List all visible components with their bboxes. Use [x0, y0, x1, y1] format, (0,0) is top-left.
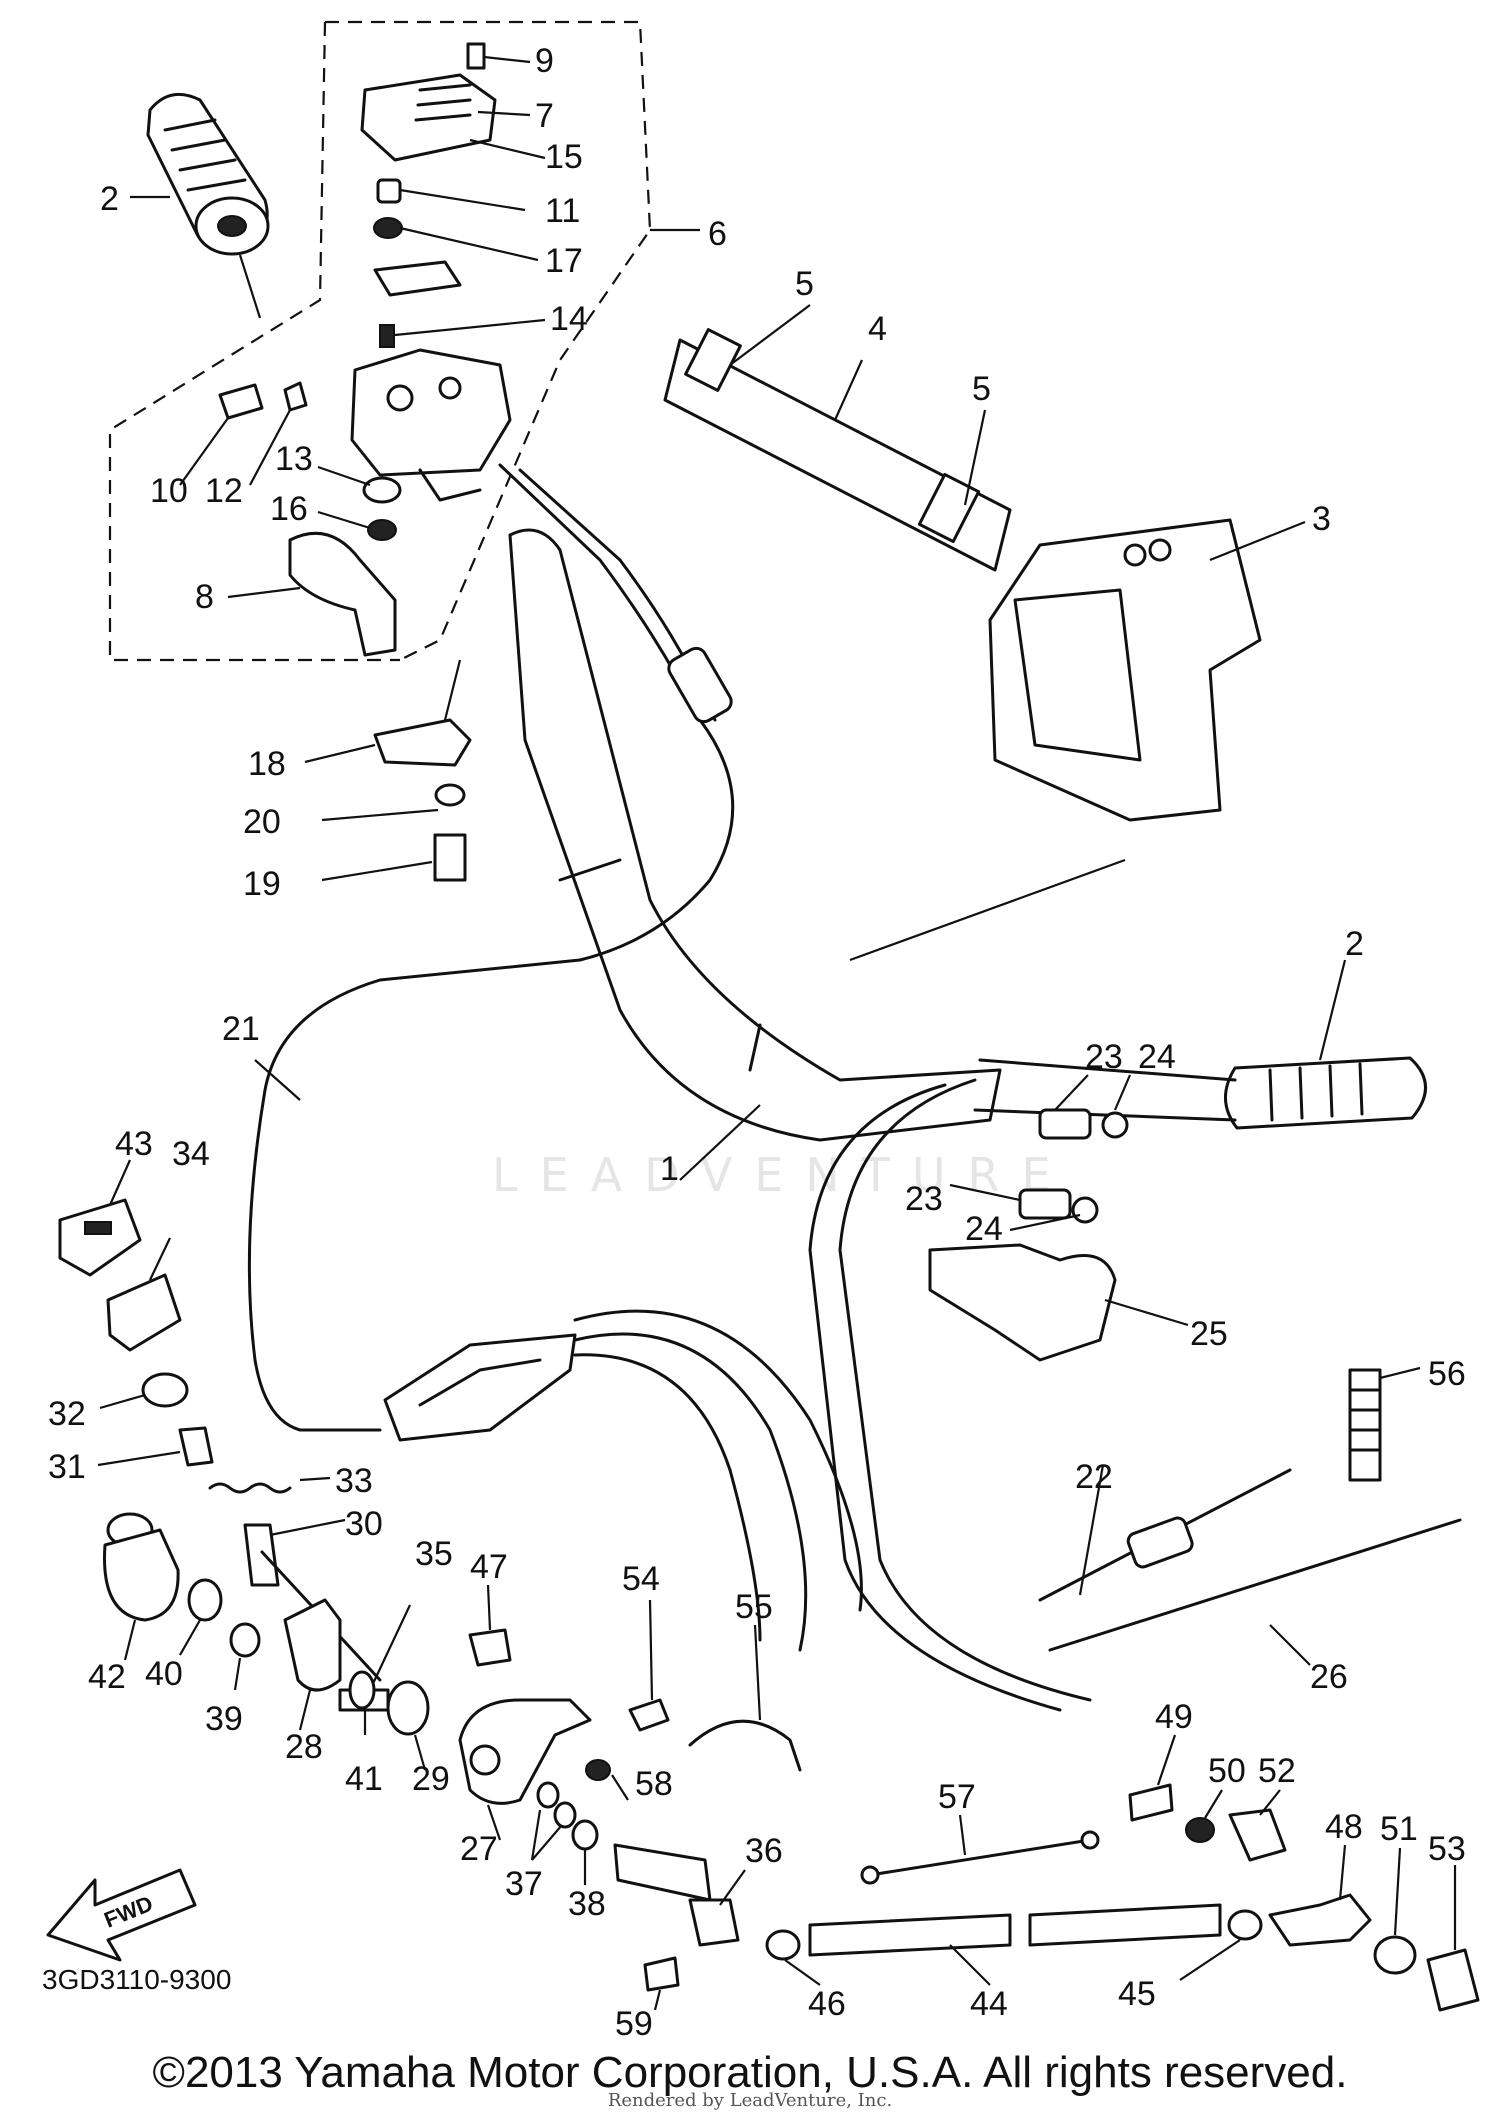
callout-label: 30 — [345, 1505, 383, 1543]
callout-label: 49 — [1155, 1698, 1193, 1736]
callout-label: 10 — [150, 472, 188, 510]
callout-label: 4 — [868, 310, 887, 348]
callout-label: 36 — [745, 1832, 783, 1870]
callout-labels: 1 2 2 3 4 5 5 6 7 8 9 10 11 12 13 14 15 … — [48, 42, 1466, 2043]
callout-label: 34 — [172, 1135, 210, 1173]
watermark: LEADVENTURE — [492, 1148, 1073, 1202]
callout-label: 6 — [708, 215, 727, 253]
handlebar — [508, 528, 1002, 1142]
cable-bundle — [808, 1078, 1462, 1712]
throttle-lever — [288, 531, 397, 657]
callout-label: 35 — [415, 1535, 453, 1573]
callout-label: 26 — [1310, 1658, 1348, 1696]
callout-label: 31 — [48, 1448, 86, 1486]
callout-label: 7 — [535, 97, 554, 135]
callout-label: 5 — [972, 370, 991, 408]
callout-label: 16 — [270, 490, 308, 528]
callout-label: 52 — [1258, 1752, 1296, 1790]
callout-label: 54 — [622, 1560, 660, 1598]
shift-lever-end — [1268, 1893, 1372, 1947]
callout-label: 2 — [100, 180, 119, 218]
copyright-notice: ©2013 Yamaha Motor Corporation, U.S.A. A… — [152, 2048, 1348, 2097]
callout-label: 45 — [1118, 1975, 1156, 2013]
throttle-housing — [350, 348, 512, 502]
callout-label: 47 — [470, 1548, 508, 1586]
right-grip — [973, 1056, 1427, 1130]
callout-label: 53 — [1428, 1830, 1466, 1868]
cable-junction — [383, 1309, 863, 1652]
choke-knob — [58, 1198, 142, 1277]
callout-label: 23 — [905, 1180, 943, 1218]
callout-label: 58 — [635, 1765, 673, 1803]
callout-label: 24 — [965, 1210, 1003, 1248]
choke-lever — [283, 1598, 342, 1692]
callout-label: 33 — [335, 1462, 373, 1500]
choke-holder — [103, 1512, 180, 1622]
callout-label: 59 — [615, 2005, 653, 2043]
assembly-boundary — [108, 20, 652, 662]
callout-label: 51 — [1380, 1810, 1418, 1848]
callout-label: 19 — [243, 865, 281, 903]
callout-label: 14 — [550, 300, 588, 338]
callout-label: 32 — [48, 1395, 86, 1433]
throttle-cable — [247, 463, 735, 1432]
callout-label: 57 — [938, 1778, 976, 1816]
cable-tie — [1348, 1368, 1382, 1482]
callout-label: 43 — [115, 1125, 153, 1163]
callout-label: 9 — [535, 42, 554, 80]
right-bar-sleeve — [663, 328, 1012, 572]
callout-label: 55 — [735, 1588, 773, 1626]
callout-label: 15 — [545, 138, 583, 176]
shift-arm — [458, 1698, 592, 1805]
end-cap — [1426, 1948, 1480, 2012]
callout-label: 37 — [505, 1865, 543, 1903]
fwd-arrow-icon: FWD — [46, 1868, 197, 1962]
pivot-bracket — [1228, 1808, 1287, 1862]
callout-label: 3 — [1312, 500, 1331, 538]
part-number: 3GD3110-9300 — [42, 1964, 232, 1995]
callout-label: 42 — [88, 1658, 126, 1696]
callout-label: 29 — [412, 1760, 450, 1798]
callout-label: 48 — [1325, 1808, 1363, 1846]
callout-label: 1 — [660, 1150, 679, 1188]
callout-label: 44 — [970, 1985, 1008, 2023]
callout-label: 38 — [568, 1885, 606, 1923]
shift-rod — [613, 1843, 1222, 1957]
throttle-small-parts — [373, 178, 462, 348]
callout-label: 40 — [145, 1655, 183, 1693]
throttle-cover — [360, 42, 497, 162]
callout-label: 25 — [1190, 1315, 1228, 1353]
callout-label: 22 — [1075, 1458, 1113, 1496]
rendered-by-note: Rendered by LeadVenture, Inc. — [607, 2090, 893, 2111]
callout-label: 56 — [1428, 1355, 1466, 1393]
callout-label: 11 — [545, 192, 580, 230]
callout-label: 39 — [205, 1700, 243, 1738]
callout-label: 13 — [275, 440, 313, 478]
callout-label: 20 — [243, 803, 281, 841]
switch-cover — [988, 518, 1262, 822]
callout-label: 23 — [1085, 1038, 1123, 1076]
callout-label: 12 — [205, 472, 243, 510]
callout-label: 18 — [248, 745, 286, 783]
callout-label: 2 — [1345, 925, 1364, 963]
left-grip — [146, 92, 270, 256]
callout-label: 8 — [195, 578, 214, 616]
callout-label: 24 — [1138, 1038, 1176, 1076]
callout-label: 5 — [795, 265, 814, 303]
callout-label: 41 — [345, 1760, 383, 1798]
callout-label: 50 — [1208, 1752, 1246, 1790]
callout-label: 17 — [545, 242, 583, 280]
callout-label: 28 — [285, 1728, 323, 1766]
callout-label: 27 — [460, 1830, 498, 1868]
brake-switch — [928, 1243, 1117, 1362]
callout-label: 21 — [222, 1010, 260, 1048]
callout-label: 46 — [808, 1985, 846, 2023]
